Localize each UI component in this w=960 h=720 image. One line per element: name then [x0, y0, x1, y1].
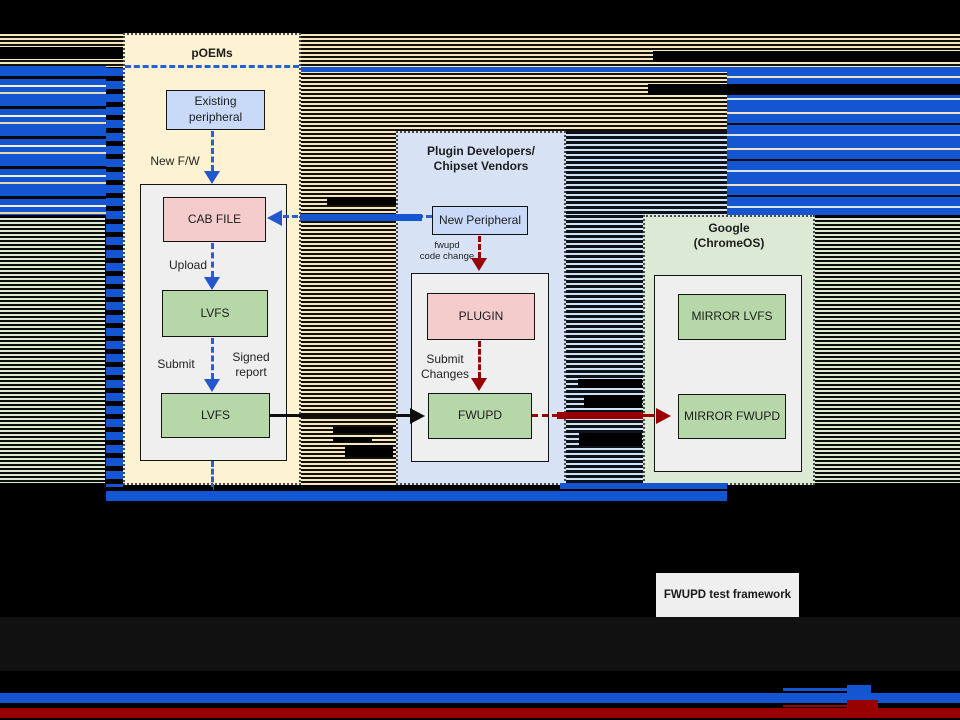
arrowhead-down-icon [204, 171, 220, 184]
arrowhead-down-icon [471, 378, 487, 391]
glitch-green-stripes-right [815, 218, 960, 483]
glitch-black-bar [584, 395, 642, 408]
fwupd-code-change-label: fwupd code change [419, 240, 475, 263]
glitch-blue-block-left [0, 66, 106, 215]
glitch-red-segment [557, 412, 643, 419]
glitch-black-bar [579, 433, 642, 446]
upload-label: Upload [168, 258, 208, 272]
glitch-black-bar [578, 379, 642, 388]
glitch-black-bar [648, 84, 960, 95]
cab-file-box: CAB FILE [163, 197, 266, 242]
arrowhead-right-icon [410, 408, 425, 424]
plugin-vendors-title: Plugin Developers/ Chipset Vendors [426, 144, 536, 173]
arrowhead-left-icon [267, 210, 282, 226]
glitch-red-line-small [783, 705, 849, 707]
glitch-black-bar [345, 445, 393, 457]
new-fw-label: New F/W [150, 154, 200, 168]
glitch-black-bar [106, 487, 213, 491]
glitch-blue-segment [300, 214, 422, 221]
arrow-poems-exit [211, 461, 214, 490]
glitch-darkblue-stripes-upper [566, 131, 727, 215]
poems-title: pOEMs [191, 46, 233, 60]
arrow-cab-to-lvfs [211, 243, 214, 277]
glitch-blue-bar-bottom [0, 693, 960, 703]
arrow-newperipheral-to-plugin [478, 236, 481, 258]
glitch-tan-mid-upper [301, 67, 727, 131]
arrowhead-down-icon [204, 379, 220, 392]
submit-label: Submit [157, 357, 195, 371]
google-title: Google (ChromeOS) [693, 221, 765, 250]
glitch-blue-line [301, 67, 727, 72]
glitch-blue-dash-column [106, 68, 123, 491]
submit-changes-label: Submit Changes [420, 352, 470, 381]
poems-dashed-line [125, 65, 299, 68]
arrow-lvfs-to-fwupd [270, 414, 411, 417]
glitch-red-bar-bottom [0, 708, 960, 718]
new-peripheral-box: New Peripheral [432, 206, 528, 235]
mirror-lvfs-box: MIRROR LVFS [678, 294, 786, 340]
arrow-fwupd-to-mirror [532, 414, 558, 417]
arrow-existing-to-cab [211, 131, 214, 171]
arrow-plugin-to-fwupd [478, 341, 481, 378]
glitch-darkgray-band [0, 617, 960, 671]
fwupd-box: FWUPD [428, 393, 532, 439]
existing-peripheral-box: Existing peripheral [166, 90, 265, 130]
glitch-black-bar [333, 437, 372, 442]
glitch-black-bar [653, 51, 960, 62]
glitch-blue-line-small [783, 688, 849, 691]
arrow-fwupd-to-mirror-dash [643, 414, 655, 417]
glitch-black-bar [327, 197, 397, 205]
plugin-box: PLUGIN [427, 293, 535, 340]
lvfs-box-2: LVFS [161, 393, 270, 438]
arrow-lvfs-to-lvfs [211, 338, 214, 379]
glitch-black-bar [0, 47, 123, 59]
glitch-tan-mid-column [301, 131, 396, 485]
arrowhead-right-icon [656, 408, 671, 424]
fwupd-test-framework-box: FWUPD test framework [656, 573, 799, 617]
glitch-green-stripes-left [0, 218, 105, 483]
arrowhead-down-icon [471, 258, 487, 271]
mirror-fwupd-box: MIRROR FWUPD [678, 394, 786, 439]
arrowhead-down-icon [204, 277, 220, 290]
signed-report-label: Signed report [232, 350, 270, 379]
lvfs-box: LVFS [162, 290, 268, 337]
glitch-black-bar [333, 427, 393, 433]
glitch-blue-bar [106, 491, 727, 501]
glitch-blue-bar [560, 483, 727, 489]
